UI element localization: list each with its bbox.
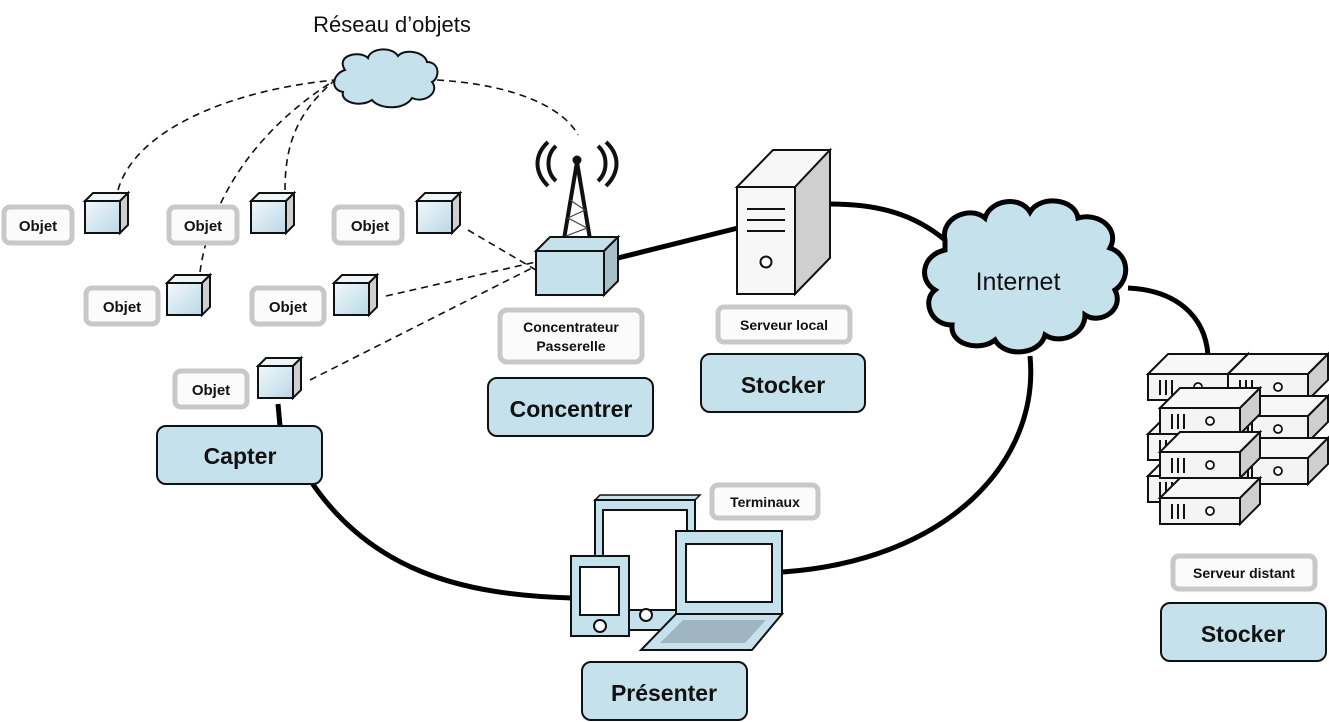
object-cube-icon: [166, 274, 211, 316]
object-device-4: Objet: [83, 274, 211, 327]
gateway-label: Concentrateur Passerelle: [497, 307, 645, 365]
svg-text:Objet: Objet: [351, 218, 389, 235]
object-device-2: Objet: [166, 192, 295, 246]
sensor-object: Objet: [172, 357, 302, 410]
capter-box: Capter: [156, 425, 323, 485]
local-server-label: Serveur local: [715, 304, 853, 345]
svg-text:Objet: Objet: [184, 218, 222, 235]
svg-text:Présenter: Présenter: [611, 680, 717, 706]
svg-text:Stocker: Stocker: [741, 372, 825, 398]
svg-text:Passerelle: Passerelle: [536, 338, 605, 354]
object-cube-icon: [416, 192, 461, 234]
object-network-cloud-icon: [333, 48, 439, 109]
svg-text:Terminaux: Terminaux: [730, 494, 800, 510]
stocker-remote-box: Stocker: [1160, 602, 1327, 662]
devices-icon: [570, 494, 785, 651]
svg-text:Stocker: Stocker: [1201, 621, 1285, 647]
svg-text:Capter: Capter: [204, 443, 277, 469]
svg-text:Concentrateur: Concentrateur: [523, 319, 619, 335]
remote-server-label: Serveur distant: [1170, 553, 1318, 592]
svg-text:Objet: Objet: [192, 382, 230, 399]
svg-text:Objet: Objet: [269, 299, 307, 316]
antenna-tower-icon: [535, 140, 619, 246]
svg-text:Objet: Objet: [103, 299, 141, 316]
svg-text:Serveur local: Serveur local: [740, 317, 828, 333]
wired-links: [275, 201, 1211, 601]
network-title: Réseau d’objets: [313, 12, 471, 37]
object-cube-icon: [250, 192, 295, 234]
presenter-box: Présenter: [581, 661, 748, 721]
svg-text:Objet: Objet: [19, 218, 57, 235]
object-device-5: Objet: [249, 274, 378, 327]
server-rack-icon: [1147, 353, 1329, 525]
object-device-3: Objet: [331, 192, 461, 246]
internet-label: Internet: [976, 268, 1061, 296]
object-cube-icon: [333, 274, 378, 316]
terminals-label: Terminaux: [709, 482, 821, 521]
svg-text:Concentrer: Concentrer: [510, 396, 633, 422]
internet-cloud-icon: Internet: [922, 198, 1129, 355]
svg-text:Serveur distant: Serveur distant: [1193, 565, 1295, 581]
stocker-local-box: Stocker: [700, 353, 866, 413]
gateway-box-icon: [533, 234, 621, 298]
server-tower-icon: [734, 147, 833, 297]
object-cube-icon: [257, 357, 302, 399]
object-cube-icon: [84, 192, 129, 234]
object-device-1: Objet: [1, 192, 129, 246]
concentrer-box: Concentrer: [487, 377, 654, 437]
